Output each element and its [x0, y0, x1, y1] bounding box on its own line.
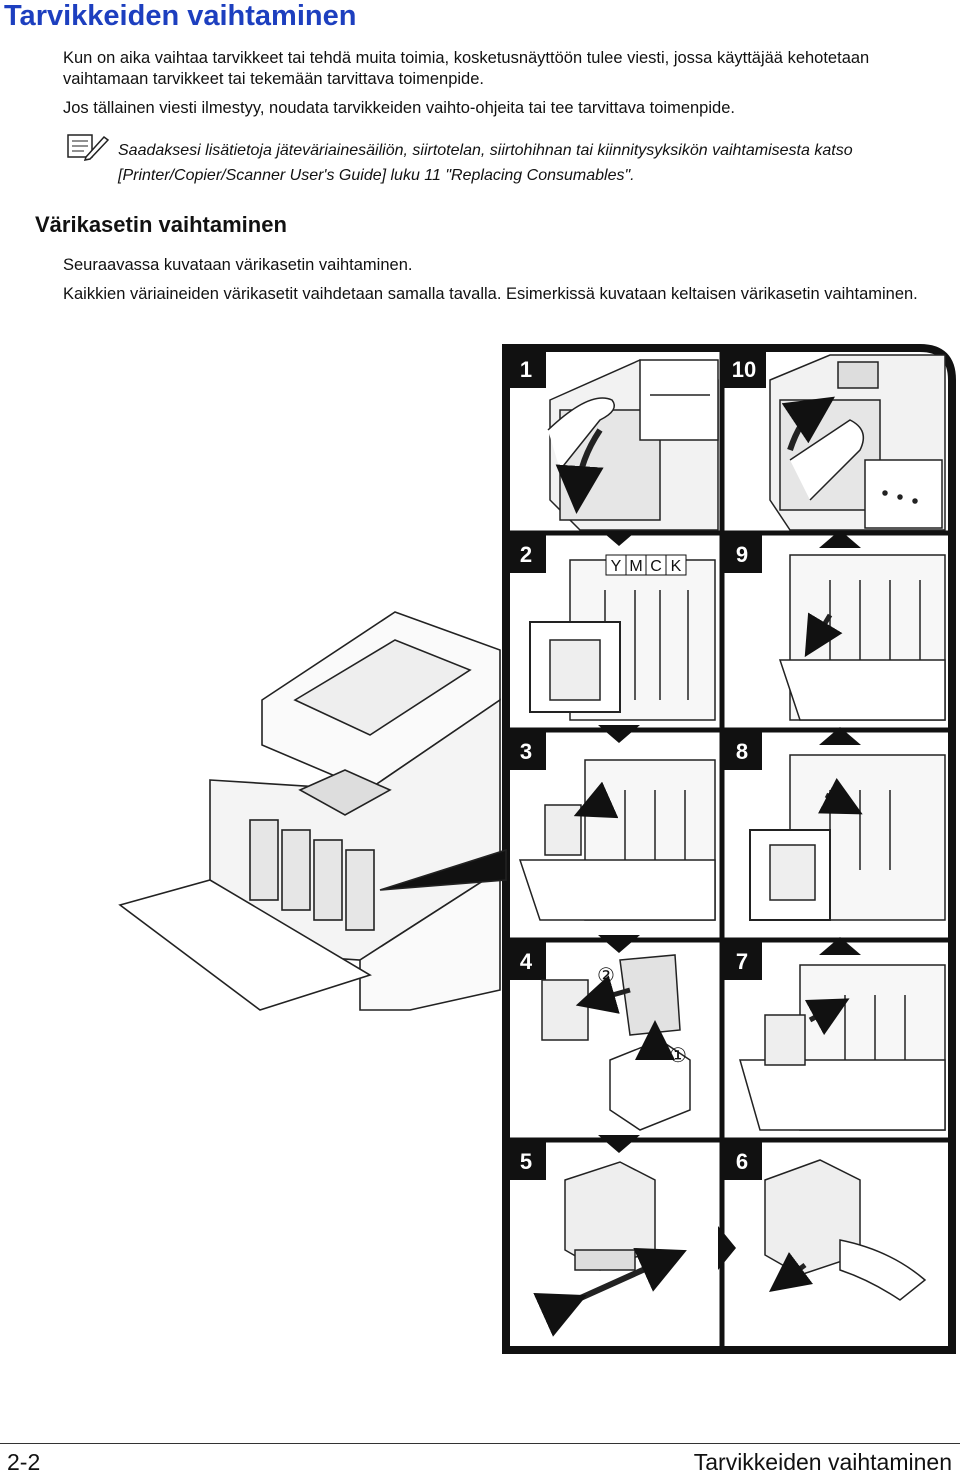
step-6-illustration — [764, 1159, 927, 1301]
step-number-9: 9 — [736, 542, 748, 567]
step-1-illustration — [547, 359, 719, 531]
color-label-M: M — [629, 558, 642, 575]
step-8-illustration — [749, 754, 946, 921]
step-9-illustration — [778, 554, 946, 721]
section-paragraph-2: Kaikkien väriaineiden värikasetit vaihde… — [63, 285, 918, 303]
step-10-illustration — [769, 354, 946, 531]
step-5-illustration — [533, 1161, 687, 1337]
color-label-C: C — [650, 558, 662, 575]
color-label-Y: Y — [611, 558, 622, 575]
step-number-3: 3 — [520, 739, 532, 764]
page-number: 2-2 — [7, 1449, 41, 1475]
callout-1: ① — [669, 1043, 687, 1067]
toner-cartridge-icon — [541, 979, 589, 1041]
step-labels: 1 10 2 9 3 8 4 7 5 6 — [506, 348, 766, 1180]
section-heading: Värikasetin vaihtaminen — [35, 212, 287, 237]
step-7-illustration — [739, 964, 946, 1131]
color-label-K: K — [671, 558, 682, 575]
step-number-4: 4 — [520, 949, 533, 974]
note-text: Saadaksesi lisätietoja jäteväriainesäili… — [118, 142, 853, 184]
step-4-illustration: ② ① — [541, 954, 691, 1131]
callout-2: ② — [597, 963, 615, 987]
step-grid-frame — [502, 344, 956, 1354]
step-2-illustration: Y M C K — [529, 554, 716, 721]
toner-replacement-illustration: 1 10 2 9 3 8 4 7 5 6 — [118, 344, 956, 1354]
note-pencil-icon — [67, 134, 110, 161]
step-number-5: 5 — [520, 1149, 532, 1174]
toner-cartridge-icon — [544, 804, 582, 856]
footer-rule — [0, 1443, 960, 1444]
step-number-7: 7 — [736, 949, 748, 974]
toner-cartridge-icon — [764, 1014, 806, 1066]
printer-icon — [118, 611, 507, 1011]
flow-arrows — [598, 528, 861, 1270]
step-number-2: 2 — [520, 542, 532, 567]
intro-paragraph-1: Kun on aika vaihtaa tarvikkeet tai tehdä… — [63, 49, 870, 88]
step-number-6: 6 — [736, 1149, 748, 1174]
step-number-8: 8 — [736, 739, 748, 764]
step-3-illustration — [518, 759, 716, 921]
section-paragraph-1: Seuraavassa kuvataan värikasetin vaihtam… — [63, 256, 413, 274]
step-number-1: 1 — [520, 357, 532, 382]
footer-section-title: Tarvikkeiden vaihtaminen — [693, 1449, 952, 1475]
page-title: Tarvikkeiden vaihtaminen — [4, 0, 357, 32]
step-number-10: 10 — [732, 357, 756, 382]
intro-paragraph-2: Jos tällainen viesti ilmestyy, noudata t… — [63, 99, 735, 117]
